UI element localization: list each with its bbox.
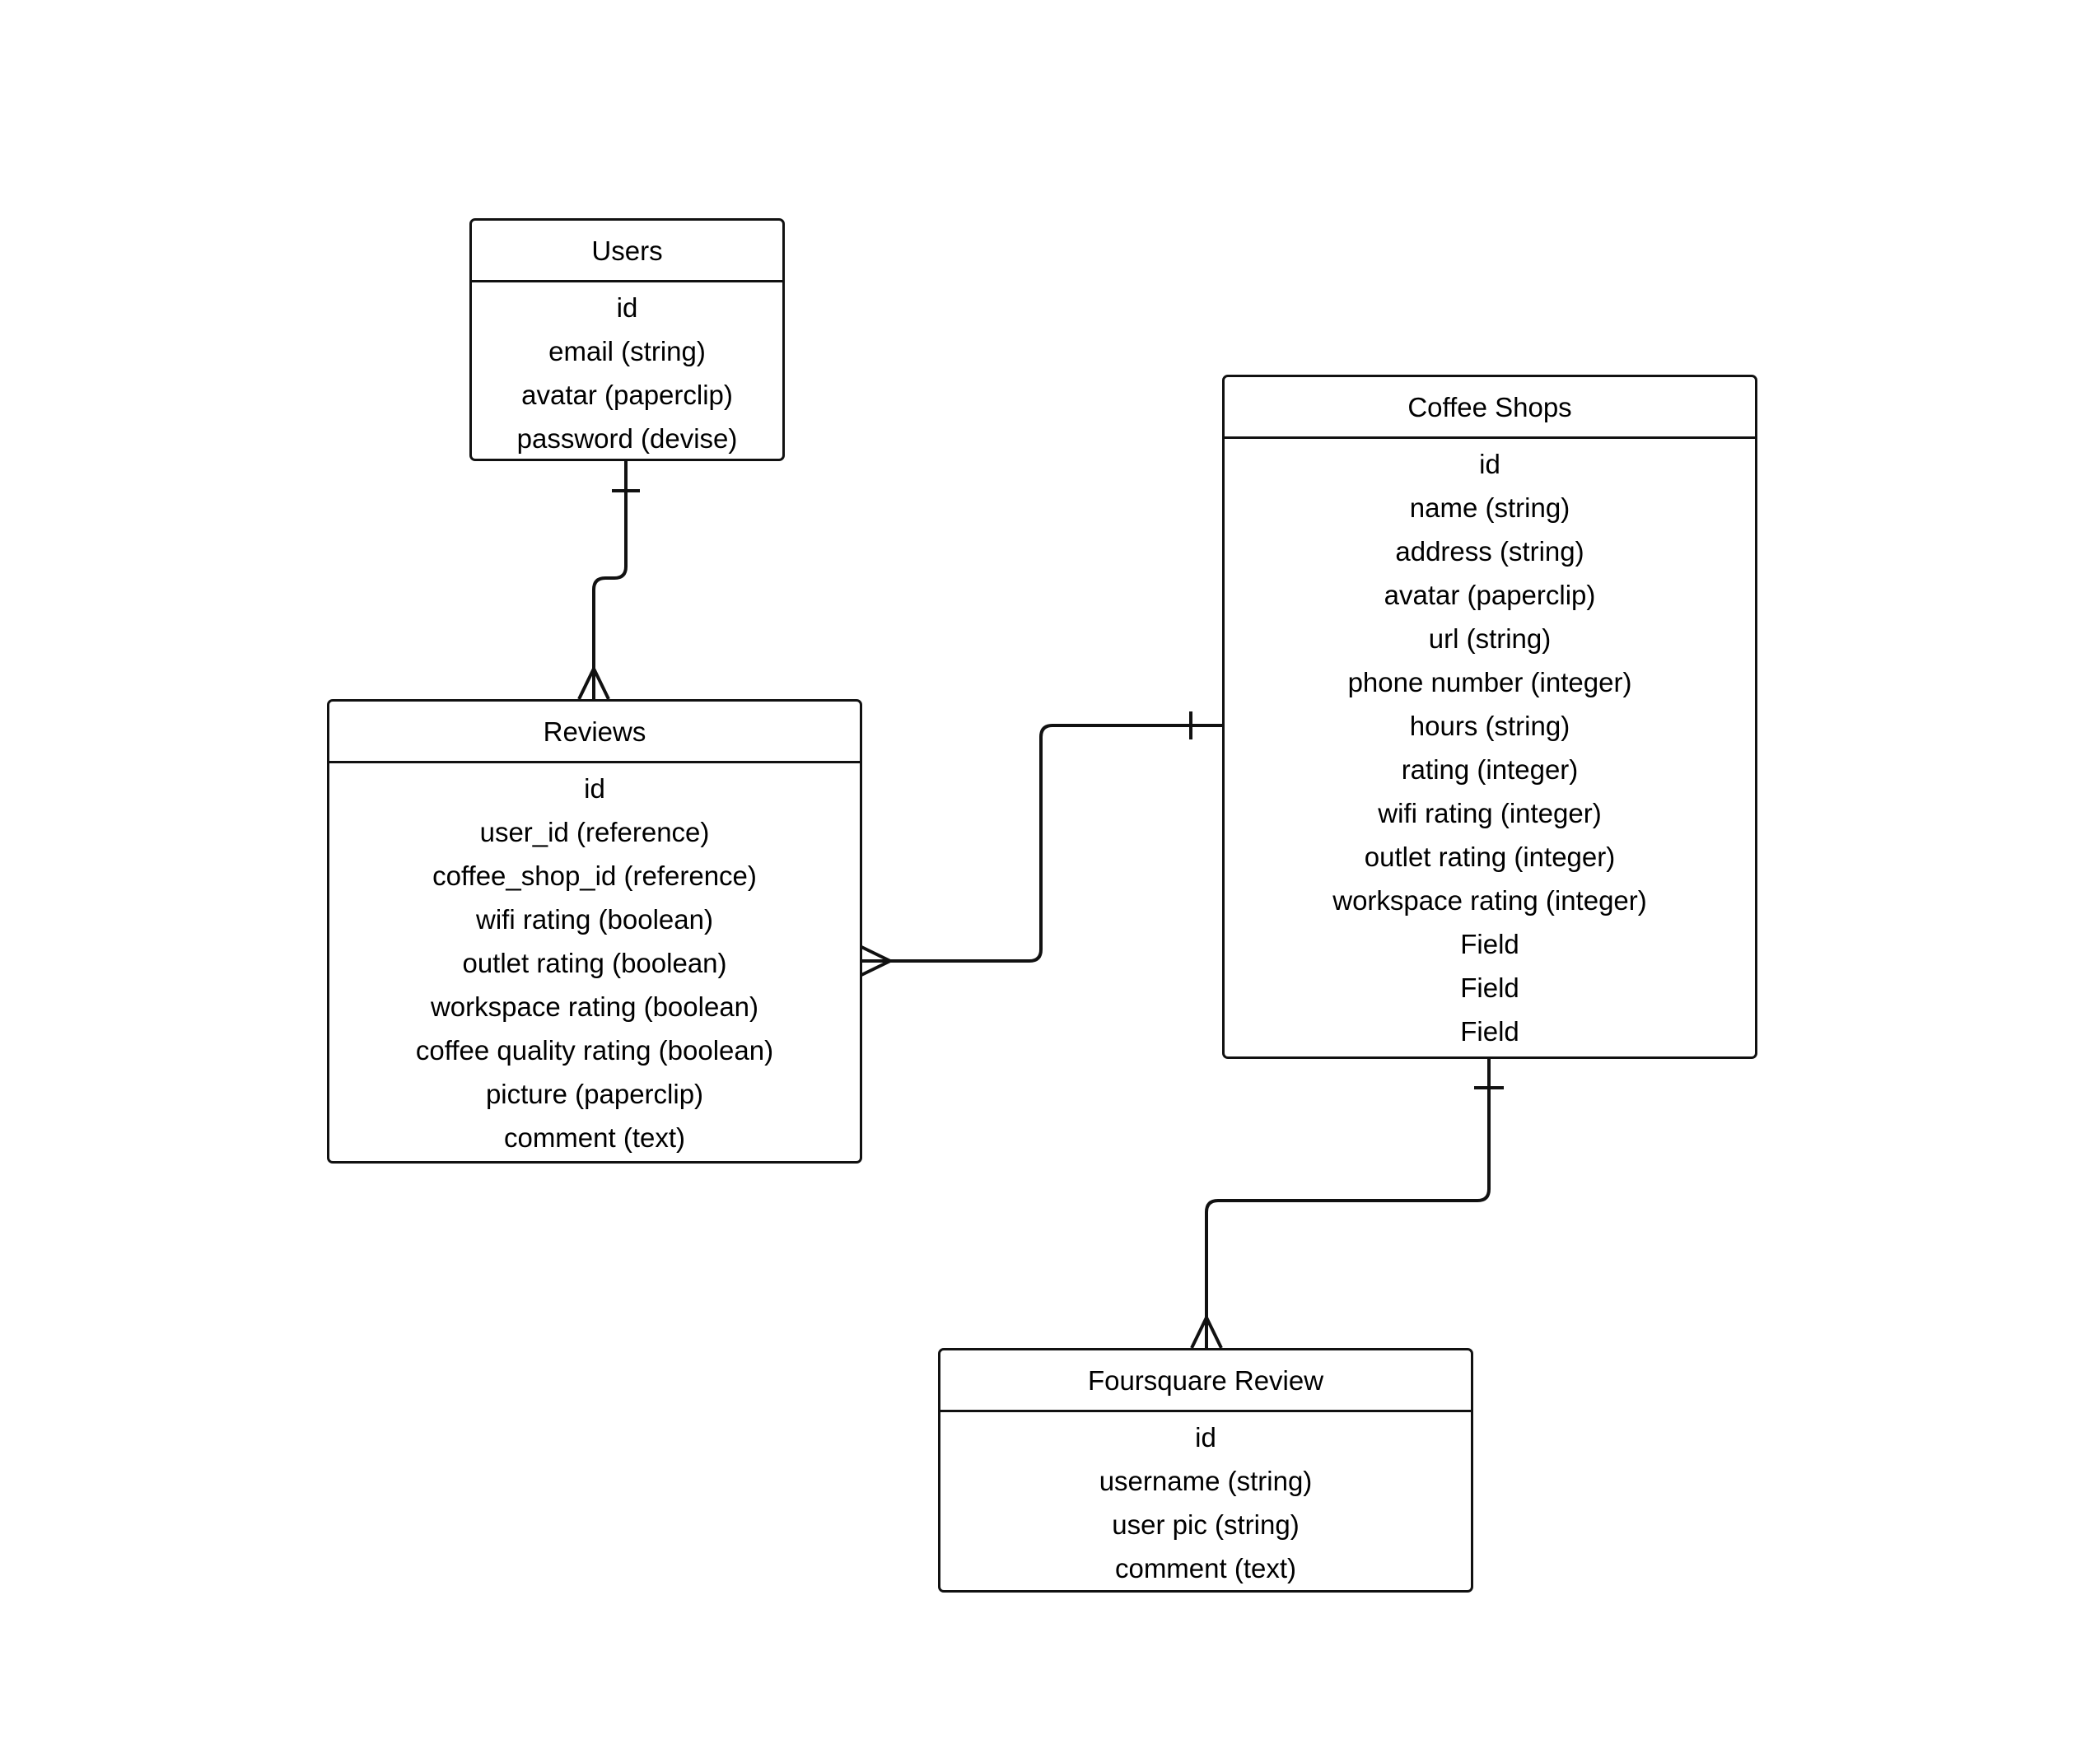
entity-fields: id email (string) avatar (paperclip) pas… [472, 282, 782, 460]
entity-reviews[interactable]: Reviews id user_id (reference) coffee_sh… [327, 699, 862, 1164]
many-marker-foursquare-top [1190, 1316, 1223, 1349]
entity-fields: id user_id (reference) coffee_shop_id (r… [329, 763, 860, 1159]
field-row: username (string) [1099, 1465, 1313, 1496]
entity-fields: id username (string) user pic (string) c… [940, 1412, 1471, 1590]
connector-users-reviews[interactable] [592, 459, 628, 699]
field-row: url (string) [1428, 623, 1552, 654]
entity-fields: id name (string) address (string) avatar… [1225, 439, 1755, 1053]
connector-coffee-shops-foursquare[interactable] [1205, 1056, 1491, 1348]
field-row: password (devise) [516, 422, 738, 454]
field-row: wifi rating (boolean) [476, 903, 713, 935]
field-row: Field [1460, 928, 1519, 959]
field-row: rating (integer) [1401, 753, 1579, 785]
entity-users[interactable]: Users id email (string) avatar (papercli… [469, 218, 785, 461]
entity-title: Users [472, 221, 782, 282]
entity-foursquare-review[interactable]: Foursquare Review id username (string) u… [938, 1348, 1473, 1593]
field-row: workspace rating (integer) [1332, 884, 1647, 916]
field-row: comment (text) [503, 1122, 686, 1153]
field-row: workspace rating (boolean) [430, 991, 759, 1022]
many-marker-reviews-top [577, 667, 610, 700]
field-row: email (string) [548, 335, 706, 366]
field-row: coffee quality rating (boolean) [415, 1034, 774, 1066]
field-row: user pic (string) [1112, 1509, 1300, 1540]
field-row: picture (paperclip) [485, 1078, 704, 1109]
field-row: user_id (reference) [479, 816, 710, 847]
connector-coffee-shops-reviews[interactable] [860, 724, 1222, 963]
entity-title: Foursquare Review [940, 1350, 1471, 1412]
entity-coffee-shops[interactable]: Coffee Shops id name (string) address (s… [1222, 375, 1757, 1059]
many-marker-reviews-right [859, 944, 892, 977]
entity-title: Reviews [329, 702, 860, 763]
field-row: phone number (integer) [1347, 666, 1632, 697]
field-row: avatar (paperclip) [521, 379, 733, 410]
field-row: wifi rating (integer) [1378, 797, 1602, 828]
field-row: name (string) [1409, 492, 1570, 523]
field-row: Field [1460, 972, 1519, 1003]
field-row: id [584, 772, 605, 804]
field-row: Field [1460, 1015, 1519, 1047]
field-row: comment (text) [1114, 1552, 1297, 1583]
entity-title: Coffee Shops [1225, 377, 1755, 439]
field-row: address (string) [1395, 535, 1584, 567]
field-row: avatar (paperclip) [1384, 579, 1596, 610]
field-row: outlet rating (boolean) [462, 947, 727, 978]
field-row: coffee_shop_id (reference) [432, 860, 757, 891]
field-row: hours (string) [1409, 710, 1570, 741]
field-row: id [1195, 1421, 1216, 1453]
field-row: id [616, 292, 638, 323]
field-row: outlet rating (integer) [1364, 841, 1616, 872]
field-row: id [1479, 448, 1500, 479]
